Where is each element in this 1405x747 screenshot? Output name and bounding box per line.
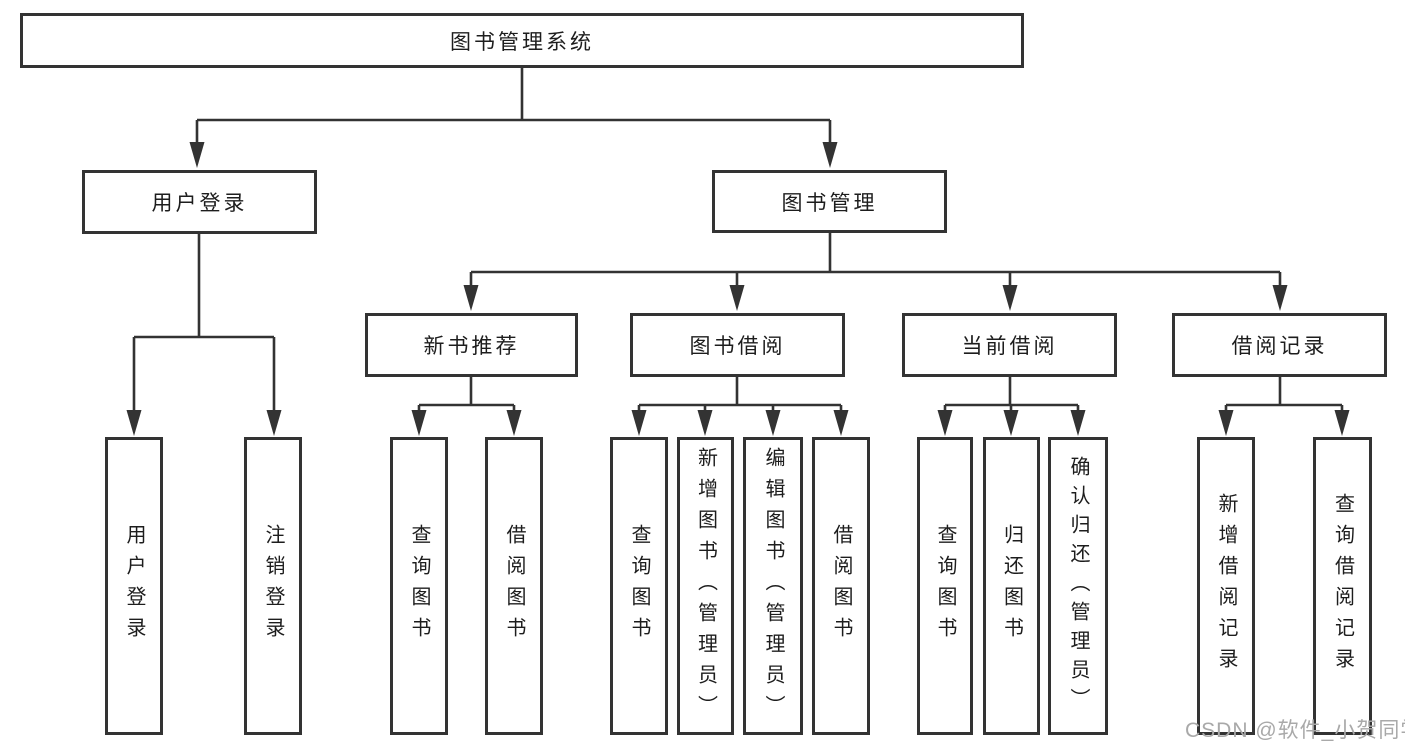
leaf-borrow-books-recommend: 借阅图书	[485, 437, 543, 735]
leaf-query-borrow-record: 查询借阅记录	[1313, 437, 1372, 735]
node-new-book-recommend: 新书推荐	[365, 313, 578, 377]
node-label: 借阅记录	[1231, 335, 1328, 358]
leaf-edit-book-admin: 编辑图书（管理员）	[743, 437, 803, 735]
node-label: 新书推荐	[423, 335, 520, 358]
leaf-query-books-current: 查询图书	[917, 437, 973, 735]
arrow-down-icon	[765, 410, 781, 436]
node-label: 注销登录	[262, 524, 284, 648]
arrow-down-icon	[1218, 410, 1234, 436]
node-current-borrowing: 当前借阅	[902, 313, 1117, 377]
arrow-down-icon	[506, 410, 522, 436]
arrow-down-icon	[1002, 285, 1018, 311]
arrow-down-icon	[1003, 410, 1019, 436]
node-label: 图书借阅	[689, 335, 786, 358]
leaf-add-borrow-record: 新增借阅记录	[1197, 437, 1255, 735]
leaf-confirm-return-admin: 确认归还（管理员）	[1048, 437, 1108, 735]
node-label: 查询图书	[628, 524, 650, 648]
arrow-down-icon	[937, 410, 953, 436]
node-label: 新增图书（管理员）	[694, 446, 717, 726]
leaf-return-book: 归还图书	[983, 437, 1040, 735]
arrow-down-icon	[1272, 285, 1288, 311]
arrow-down-icon	[463, 285, 479, 311]
arrow-down-icon	[697, 410, 713, 436]
arrow-down-icon	[266, 410, 282, 436]
node-label: 确认归还（管理员）	[1067, 455, 1089, 717]
node-label: 用户登录	[151, 192, 248, 215]
leaf-user-login: 用户登录	[105, 437, 163, 735]
node-book-management: 图书管理	[712, 170, 947, 233]
leaf-query-books-recommend: 查询图书	[390, 437, 448, 735]
node-label: 查询图书	[408, 524, 430, 648]
node-label: 新增借阅记录	[1215, 493, 1237, 679]
node-book-borrowing: 图书借阅	[630, 313, 845, 377]
node-user-login: 用户登录	[82, 170, 317, 234]
node-label: 当前借阅	[961, 335, 1058, 358]
node-label: 借阅图书	[830, 524, 852, 648]
node-label: 借阅图书	[503, 524, 525, 648]
arrow-down-icon	[631, 410, 647, 436]
node-label: 图书管理系统	[450, 30, 594, 54]
node-label: 图书管理	[781, 191, 878, 215]
leaf-borrow-books-borrowing: 借阅图书	[812, 437, 870, 735]
node-label: 查询借阅记录	[1331, 493, 1354, 679]
arrowheads	[126, 142, 1350, 436]
watermark-text: CSDN @软件_小贺同学	[1185, 719, 1405, 742]
arrow-down-icon	[822, 142, 838, 168]
node-label: 编辑图书（管理员）	[762, 446, 784, 726]
arrow-down-icon	[189, 142, 205, 168]
node-library-system: 图书管理系统	[20, 13, 1024, 68]
arrow-down-icon	[729, 285, 745, 311]
leaf-add-book-admin: 新增图书（管理员）	[677, 437, 734, 735]
node-label: 查询图书	[934, 524, 956, 648]
node-label: 归还图书	[1000, 524, 1023, 648]
arrow-down-icon	[126, 410, 142, 436]
arrow-down-icon	[1070, 410, 1086, 436]
arrow-down-icon	[1334, 410, 1350, 436]
leaf-query-books-borrowing: 查询图书	[610, 437, 668, 735]
node-label: 用户登录	[123, 524, 145, 648]
leaf-logout: 注销登录	[244, 437, 302, 735]
node-borrowing-records: 借阅记录	[1172, 313, 1387, 377]
arrow-down-icon	[833, 410, 849, 436]
arrow-down-icon	[411, 410, 427, 436]
